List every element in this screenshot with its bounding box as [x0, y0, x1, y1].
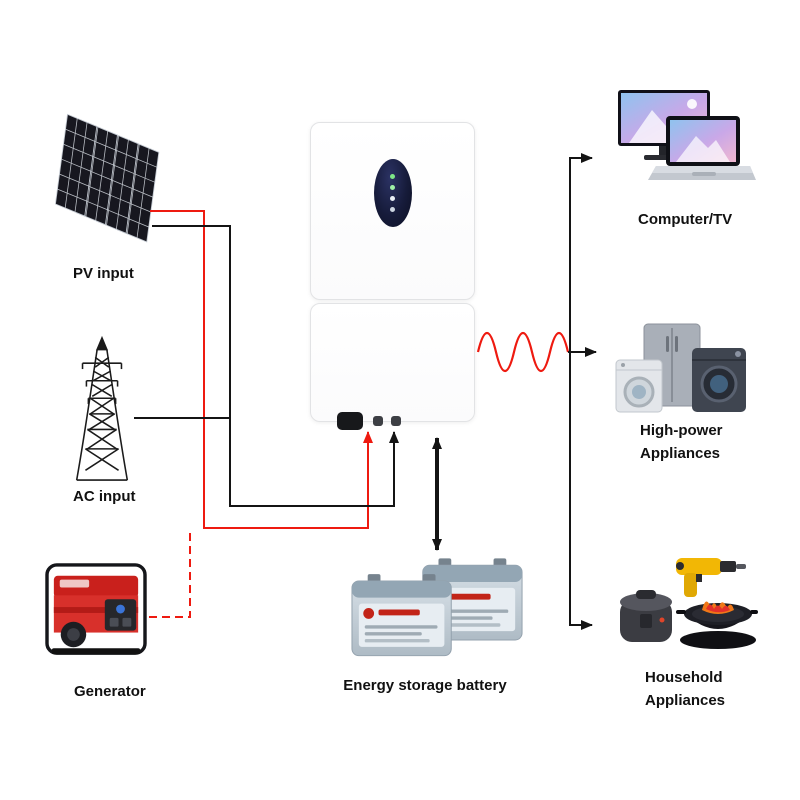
- high-power-label-line1: High-power: [640, 422, 723, 439]
- hybrid-inverter-icon: [310, 122, 475, 300]
- storage-battery-graphic: [351, 557, 523, 657]
- portable-generator-icon: [42, 562, 150, 660]
- inverter-connector-2: [391, 416, 401, 426]
- inverter-led-white-2: [390, 207, 395, 212]
- household-label-line2: Appliances: [645, 692, 726, 709]
- computer-tv-icon: [604, 88, 756, 200]
- inverter-led-green-2: [390, 185, 395, 190]
- portable-generator-graphic: [45, 563, 147, 655]
- household-label: Household Appliances: [645, 666, 725, 712]
- household-label-line1: Household: [645, 669, 723, 686]
- kitchen-appliances-icon: [618, 552, 758, 652]
- household-appliances-graphic: [620, 558, 758, 649]
- battery-label: Energy storage battery: [343, 677, 507, 694]
- solar-panel-array-graphic: [55, 113, 160, 243]
- inverter-connector-1: [373, 416, 383, 426]
- high-power-label-line2: Appliances: [640, 445, 721, 462]
- wire-output-household: [569, 352, 593, 630]
- computer-tv-graphic: [618, 90, 756, 180]
- pv-input-label: PV input: [73, 265, 134, 282]
- wire-output-computer: [569, 153, 593, 352]
- generator-label: Generator: [74, 683, 146, 700]
- storage-battery-icon: [350, 556, 525, 661]
- inverter-lower-unit: [310, 303, 475, 430]
- transmission-tower-icon: [62, 334, 144, 482]
- high-power-appliances-graphic: [615, 323, 746, 413]
- inverter-display: [373, 159, 412, 227]
- inverter-cable-gland: [337, 412, 363, 430]
- high-power-label: High-power Appliances: [640, 419, 723, 465]
- wire-generator-red-dashed: [149, 530, 191, 618]
- transmission-tower-graphic: [75, 335, 129, 481]
- fridge-washer-icon: [614, 322, 749, 417]
- wire-output-ac-sine: [476, 331, 570, 373]
- inverter-led-white-1: [390, 196, 395, 201]
- ac-input-label: AC input: [73, 488, 136, 505]
- computer-tv-label: Computer/TV: [638, 211, 733, 228]
- solar-panel-array-icon: [52, 106, 164, 252]
- inverter-led-green-1: [390, 174, 395, 179]
